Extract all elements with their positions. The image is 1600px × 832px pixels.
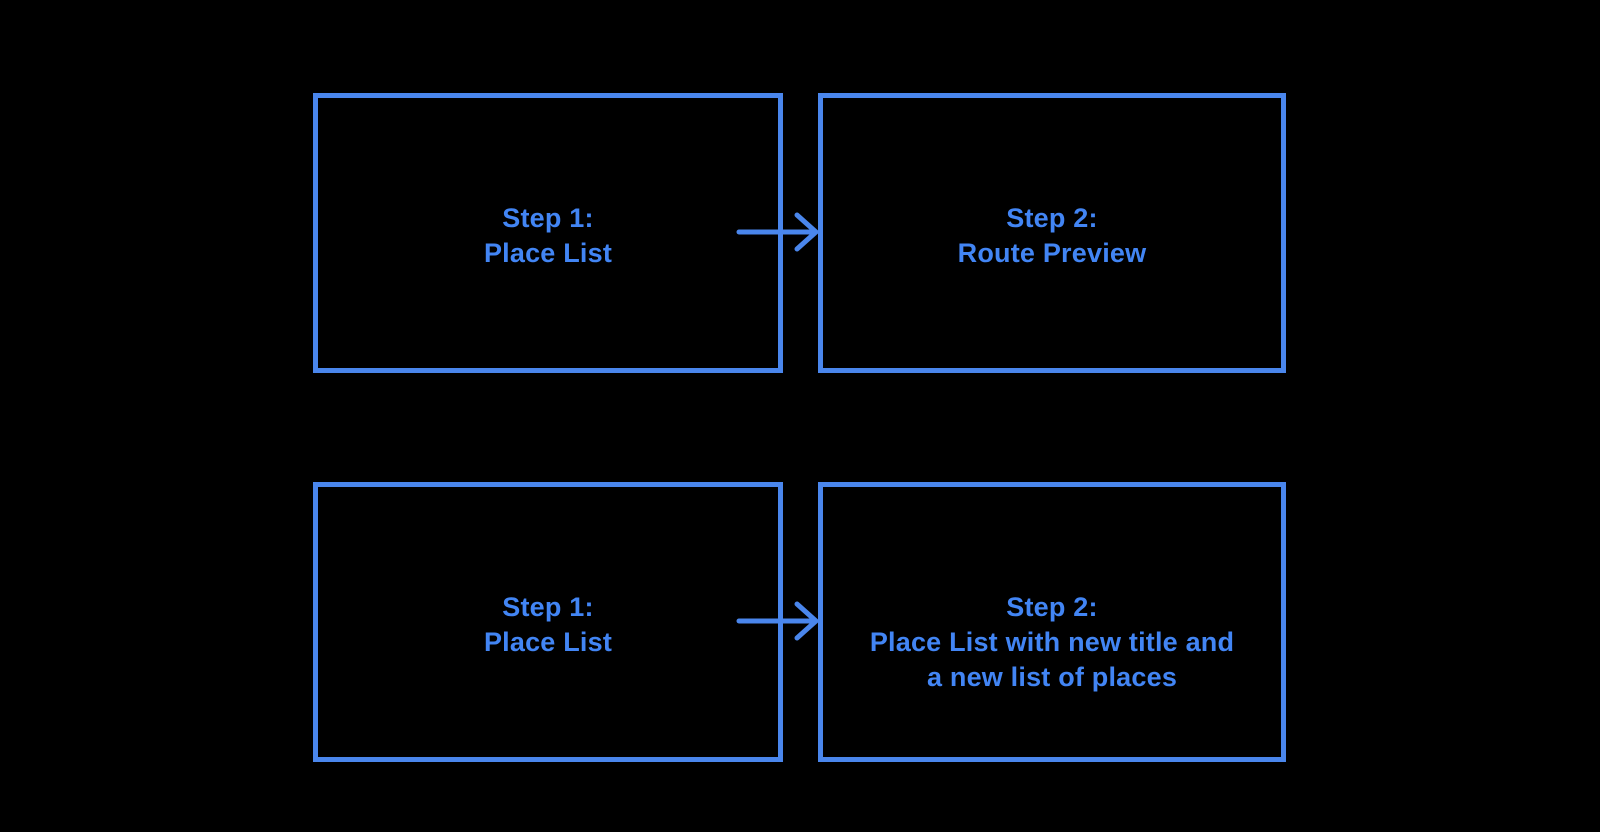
- flow-node-step1-place-list: Step 1:Place List: [313, 93, 783, 373]
- flow-node-step2-route-preview: Step 2:Route Preview: [818, 93, 1286, 373]
- arrow-right-icon: [736, 212, 819, 252]
- flow-node-step1-place-list-alt: Step 1:Place List: [313, 482, 783, 762]
- node-label: Step 2:Route Preview: [957, 203, 1147, 268]
- node-label: Step 1:Place List: [483, 203, 613, 268]
- arrow-right-icon: [736, 601, 819, 641]
- node-label: Step 1:Place List: [483, 592, 613, 657]
